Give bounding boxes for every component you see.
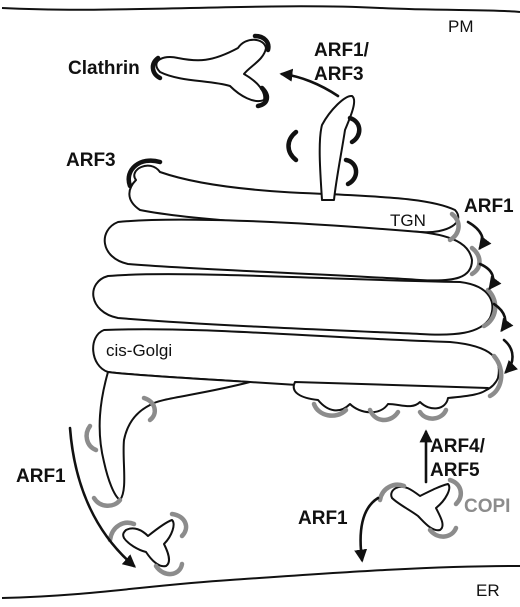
tgn-tubule xyxy=(318,95,356,201)
golgi-cisterna-3 xyxy=(92,273,494,336)
cis-golgi-label: cis-Golgi xyxy=(106,341,172,360)
copi-coat-right-1 xyxy=(377,482,407,503)
arrow-to-clathrin xyxy=(279,68,340,98)
clathrin-vesicle xyxy=(155,38,267,102)
copi-vesicle-left xyxy=(122,519,175,568)
copi-coat-left-1 xyxy=(107,520,137,543)
arf1-left-label: ARF1 xyxy=(16,466,66,487)
copi-coat-bud-2 xyxy=(367,407,401,423)
copi-coat-left-2 xyxy=(169,511,189,539)
clathrin-coat-3 xyxy=(255,85,270,109)
arrow-tgn-3 xyxy=(492,302,514,333)
arf1-tgn-label: ARF1 xyxy=(464,196,514,217)
arf4-arf5-label-line2: ARF5 xyxy=(430,460,480,481)
copi-vesicle-right xyxy=(390,483,451,532)
golgi-cisterna-2 xyxy=(103,218,473,282)
trans-golgi-network xyxy=(128,164,460,234)
cis-golgi-buds xyxy=(292,381,489,414)
arf1-arf3-label-line1: ARF1/ xyxy=(314,40,370,61)
clathrin-coat-arf3 xyxy=(126,158,163,189)
arf4-arf5-label-line1: ARF4/ xyxy=(430,436,486,457)
clathrin-coat-tgn-2 xyxy=(347,115,362,145)
copi-coat-cis xyxy=(487,353,504,399)
pm-label: PM xyxy=(448,17,474,36)
copi-coat-right-3 xyxy=(427,525,459,539)
copi-coat-right-2 xyxy=(447,477,464,507)
arrow-tgn-4 xyxy=(502,338,518,374)
plasma-membrane xyxy=(1,5,520,13)
clathrin-coat-tgn-3 xyxy=(343,157,359,187)
copi-coat-cis-ext-1 xyxy=(84,423,99,453)
copi-coat-bud-3 xyxy=(417,407,449,421)
arrow-tgn-1 xyxy=(466,220,492,251)
copi-coat-cis-ext-2 xyxy=(141,395,158,423)
copi-coat-cis-ext-3 xyxy=(91,495,123,508)
clathrin-coat-1 xyxy=(252,33,271,53)
er-membrane xyxy=(1,565,520,599)
clathrin-coat-2 xyxy=(150,55,163,81)
arrow-arf1-er xyxy=(354,496,380,563)
arrow-arf1-left xyxy=(68,426,136,568)
tgn-label: TGN xyxy=(390,211,426,230)
copi-coat-left-3 xyxy=(153,561,185,577)
clathrin-coat-tgn-1 xyxy=(286,129,299,163)
arf1-arf3-label-line2: ARF3 xyxy=(314,64,364,85)
clathrin-label: Clathrin xyxy=(68,58,140,79)
copi-coat-bud-1 xyxy=(311,401,349,418)
copi-label: COPI xyxy=(464,496,510,517)
er-label: ER xyxy=(476,581,500,600)
copi-coat-c2 xyxy=(469,245,482,277)
arrow-tgn-2 xyxy=(478,262,502,291)
copi-coat-tgn xyxy=(447,211,461,243)
arf3-label: ARF3 xyxy=(66,150,116,171)
arf1-er-label: ARF1 xyxy=(298,508,348,529)
copi-coat-c3 xyxy=(481,287,498,329)
cis-golgi-extension xyxy=(98,371,251,501)
